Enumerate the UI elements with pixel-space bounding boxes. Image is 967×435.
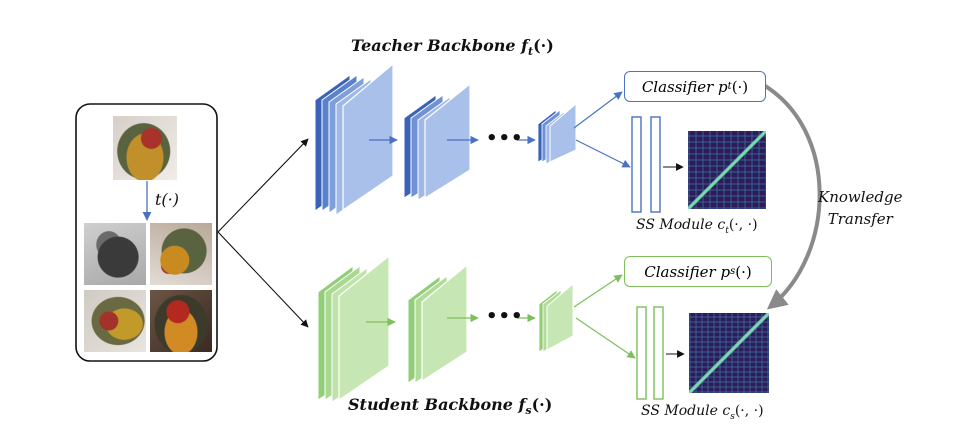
student-ss-bar-1 <box>636 306 647 400</box>
to-student-arrow <box>217 231 309 328</box>
teacher-ss-bar-2 <box>650 116 661 213</box>
student-ss-module-label: SS Module cs(·, ·) <box>641 403 764 422</box>
student-backbone-title: Student Backbone fs(·) <box>348 395 553 418</box>
teacher-ss-bar-1 <box>631 116 642 213</box>
teacher-layer-2 <box>403 82 471 201</box>
to-teacher-arrow <box>217 138 309 233</box>
augmented-image-color <box>150 290 212 352</box>
student-ellipsis: ••• <box>486 306 524 327</box>
teacher-backbone-title: Teacher Backbone ft(·) <box>351 36 554 59</box>
student-similarity-matrix <box>689 313 769 393</box>
student-layer-2 <box>407 263 468 384</box>
knowledge-transfer-label: Knowledge Transfer <box>818 188 903 228</box>
augmented-image-rotated <box>150 223 212 285</box>
teacher-ellipsis: ••• <box>486 128 524 149</box>
augmented-image-crop <box>84 290 146 352</box>
teacher-ss-module-label: SS Module ct(·, ·) <box>636 217 758 236</box>
teacher-layer-3 <box>537 102 577 165</box>
student-layer-3 <box>538 282 574 353</box>
student-layer-1 <box>317 254 390 403</box>
teacher-similarity-matrix <box>688 131 766 209</box>
student-ss-bar-2 <box>653 306 664 400</box>
original-bird-image <box>113 116 177 180</box>
transform-label: t(·) <box>155 190 179 209</box>
teacher-layer-1 <box>314 62 394 216</box>
augmented-image-grayscale <box>84 223 146 285</box>
knowledge-transfer-arrow <box>760 82 822 310</box>
